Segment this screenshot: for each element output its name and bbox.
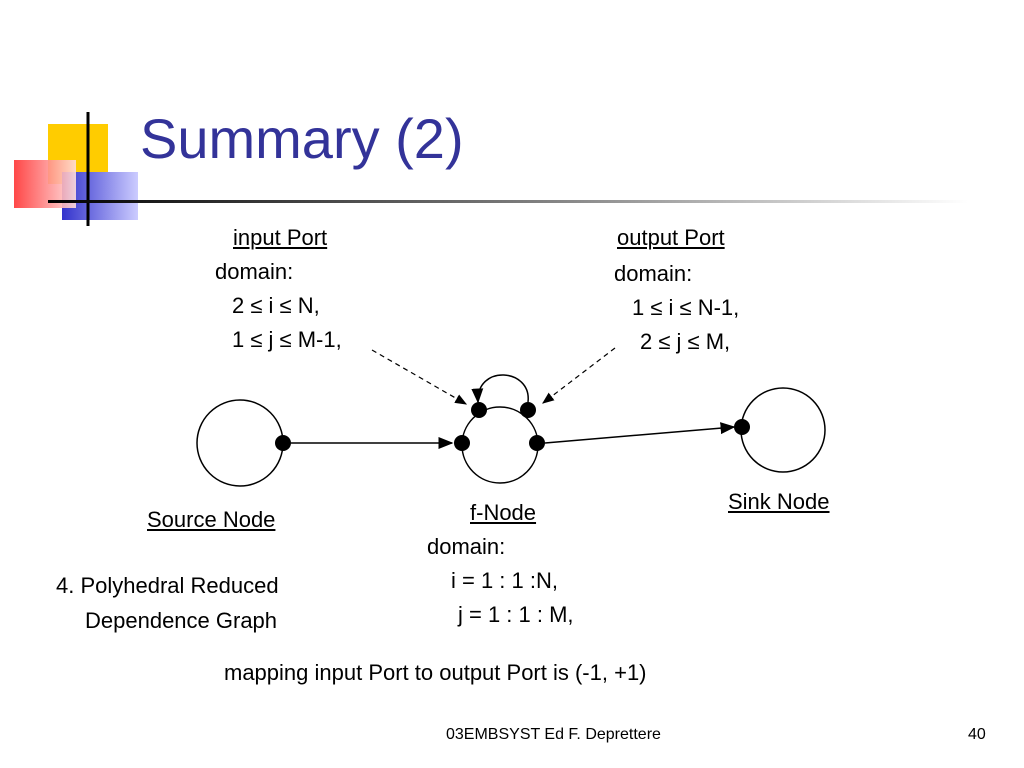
- caption-line-1: 4. Polyhedral Reduced: [56, 573, 279, 598]
- output-port-domain-label: domain:: [614, 261, 693, 286]
- sink-input-port: [734, 419, 750, 435]
- caption-line-2: Dependence Graph: [85, 608, 278, 633]
- f-self-input-port: [471, 402, 487, 418]
- output-port-pointer: [542, 347, 616, 404]
- f-node-circle: [461, 406, 539, 484]
- f-node-range-j: j = 1 : 1 : M,: [458, 602, 574, 627]
- input-port-label: input Port: [233, 225, 328, 250]
- f-self-output-port: [520, 402, 536, 418]
- mapping-statement: mapping input Port to output Port is (-1…: [224, 660, 647, 685]
- footer-author: 03EMBSYST Ed F. Deprettere: [446, 726, 661, 743]
- f-node-range-i: i = 1 : 1 :N,: [451, 568, 558, 593]
- output-port-label: output Port: [617, 225, 725, 250]
- sink-node-label: Sink Node: [728, 489, 830, 514]
- source-output-port: [275, 435, 291, 451]
- f-output-port-right: [529, 435, 545, 451]
- output-port-constraint-i: 1 ≤ i ≤ N-1,: [632, 295, 740, 320]
- input-port-constraint-i: 2 ≤ i ≤ N,: [232, 293, 320, 318]
- sink-node-circle: [740, 387, 826, 473]
- self-loop-edge: [471, 374, 529, 404]
- input-port-constraint-j: 1 ≤ j ≤ M-1,: [232, 327, 342, 352]
- f-node-domain-label: domain:: [427, 534, 506, 559]
- f-input-port-left: [454, 435, 470, 451]
- output-port-constraint-j: 2 ≤ j ≤ M,: [640, 329, 731, 354]
- input-port-pointer: [371, 349, 468, 405]
- slide-title: Summary (2): [140, 107, 464, 170]
- title-underline: [48, 200, 968, 203]
- source-node-label: Source Node: [147, 507, 276, 532]
- source-node-circle: [196, 399, 284, 487]
- input-port-domain-label: domain:: [215, 259, 294, 284]
- f-node-label: f-Node: [470, 500, 537, 525]
- f-to-sink-edge: [544, 422, 736, 444]
- page-number: 40: [968, 726, 986, 743]
